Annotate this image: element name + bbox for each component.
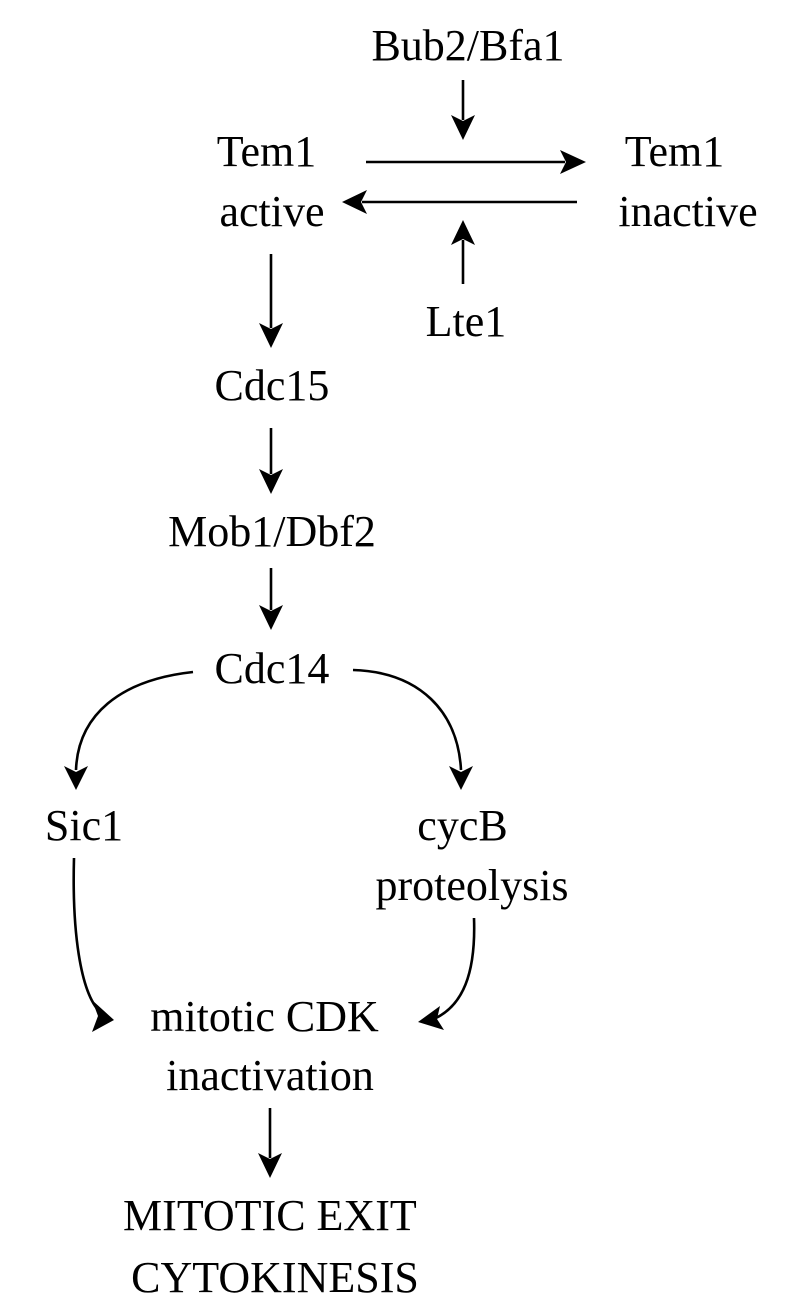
node-tem1-active-line-2: active [219, 187, 324, 236]
node-mitotic-exit-cytokinesis: MITOTIC EXIT CYTOKINESIS [123, 1191, 427, 1302]
node-tem1-active: Tem1 active [217, 127, 328, 236]
edge-lte1-to-tem1-reverse [451, 220, 475, 284]
node-cycb-proteolysis-line-2: proteolysis [375, 861, 568, 910]
edge-mob1-dbf2-to-cdc14 [259, 568, 283, 630]
node-cycb-proteolysis-line-1: cycB [417, 801, 507, 850]
node-sic1: Sic1 [45, 801, 123, 850]
node-mob1-dbf2: Mob1/Dbf2 [168, 507, 376, 556]
node-tem1-inactive-line-2: inactive [618, 187, 757, 236]
edge-tem1-inactive-to-active [342, 190, 577, 214]
edge-sic1-to-cdk-inactivation [72, 857, 114, 1032]
node-cdc14: Cdc14 [215, 644, 330, 693]
node-mitotic-cdk-inactivation-line-2: inactivation [166, 1051, 374, 1100]
node-cycb-proteolysis: cycB proteolysis [375, 801, 568, 910]
node-tem1-inactive: Tem1 inactive [618, 127, 757, 236]
node-mitotic-cdk-inactivation-line-1: mitotic CDK [150, 992, 379, 1041]
edge-bub2-to-tem1-forward [451, 80, 475, 140]
edge-cycb-to-cdk-inactivation [418, 917, 476, 1030]
edge-tem1-active-to-cdc15 [259, 254, 283, 348]
node-bub2-bfa1: Bub2/Bfa1 [371, 21, 564, 70]
node-lte1: Lte1 [426, 297, 507, 346]
edge-cdc15-to-mob1-dbf2 [259, 428, 283, 494]
node-tem1-active-line-1: Tem1 [217, 127, 317, 176]
edge-tem1-active-to-inactive [366, 150, 586, 174]
edge-cdc14-to-sic1 [64, 670, 194, 790]
node-mitotic-exit-line-1: MITOTIC EXIT [123, 1191, 417, 1240]
node-mitotic-exit-line-2: CYTOKINESIS [131, 1253, 419, 1302]
edge-cdk-inactivation-to-mitotic-exit [258, 1108, 282, 1178]
edge-cdc14-to-cycb-proteolysis [352, 668, 473, 790]
node-mitotic-cdk-inactivation: mitotic CDK inactivation [150, 992, 390, 1100]
node-cdc15: Cdc15 [215, 361, 330, 410]
node-tem1-inactive-line-1: Tem1 [625, 127, 725, 176]
